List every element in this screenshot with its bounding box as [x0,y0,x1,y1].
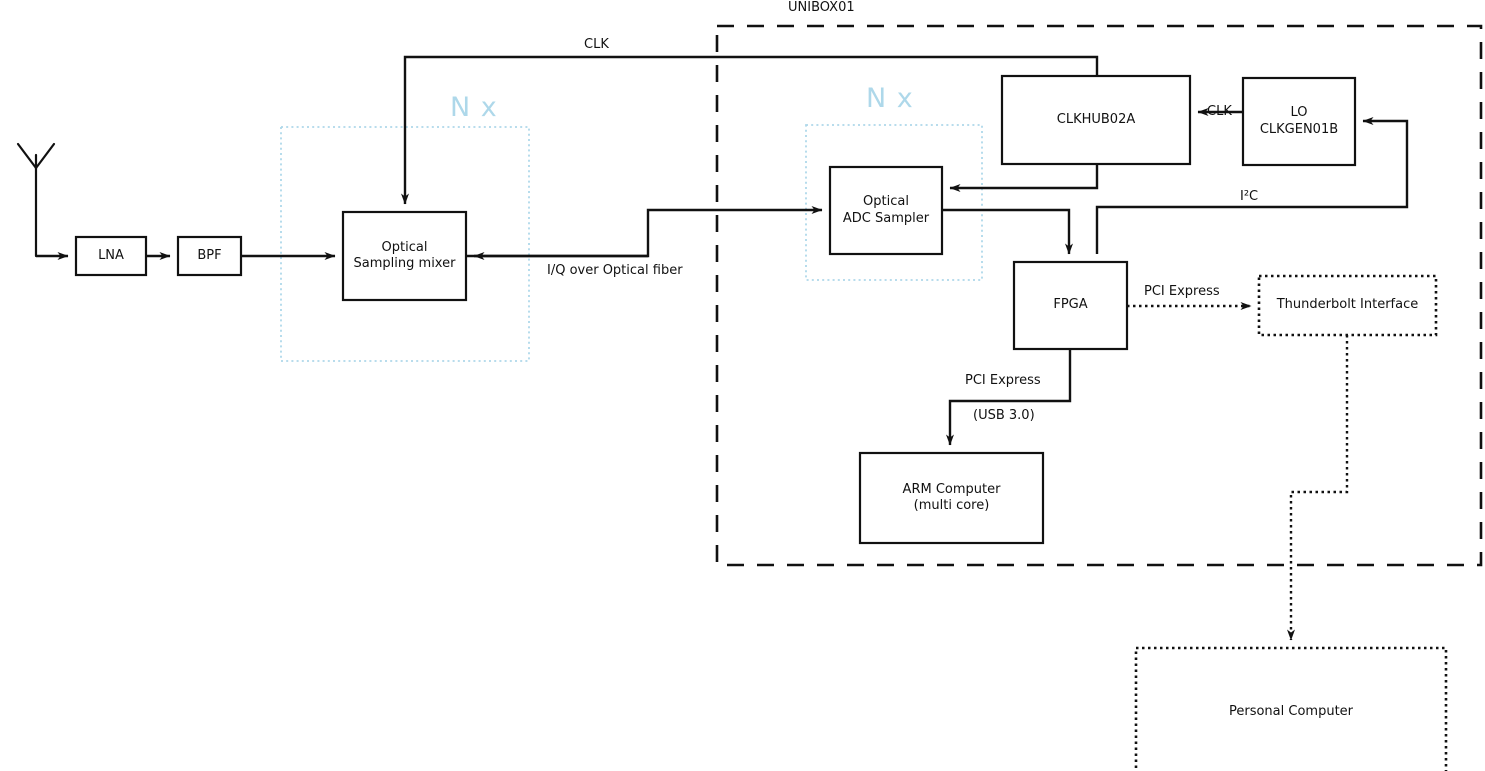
edge-fpga-to-arm [946,349,1072,446]
edge-label-usb3: (USB 3.0) [973,408,1035,423]
block-personal-computer[interactable] [1134,646,1448,771]
block-arm-computer[interactable] [858,451,1045,545]
edge-label-clk-lo: CLK [1207,104,1232,119]
block-optical-adc-sampler[interactable] [828,165,944,256]
block-lo-clkgen01b[interactable] [1241,76,1357,167]
edge-clk-to-mixer [401,55,1099,205]
edge-label-i2c: I²C [1240,189,1259,204]
unibox01-enclosure [715,24,1483,567]
edge-thunderbolt-to-pc [1287,335,1349,641]
edge-adc-to-fpga [942,208,1073,255]
nx-label-left: N x [450,92,498,123]
block-optical-sampling-mixer[interactable] [341,210,468,302]
unibox01-title: UNIBOX01 [788,0,855,15]
edge-label-pci-express-thunderbolt: PCI Express [1144,284,1220,299]
edge-label-clk-top: CLK [584,37,609,52]
antenna-icon [16,142,56,258]
block-bpf[interactable] [176,235,243,277]
edge-i2c-fpga-to-lo [1095,117,1409,254]
edge-clkhub-to-adc [949,164,1099,192]
nx-region-left [280,126,530,362]
nx-label-right: N x [866,83,914,114]
block-lna[interactable] [74,235,148,277]
edge-label-iq-over-optical-fiber: I/Q over Optical fiber [547,263,683,278]
block-thunderbolt-interface[interactable] [1257,274,1438,337]
block-fpga[interactable] [1012,260,1129,351]
edge-iq-mixer-to-adc [466,206,823,258]
edge-label-pci-express-arm: PCI Express [965,373,1041,388]
block-clkhub02a[interactable] [1000,74,1192,166]
